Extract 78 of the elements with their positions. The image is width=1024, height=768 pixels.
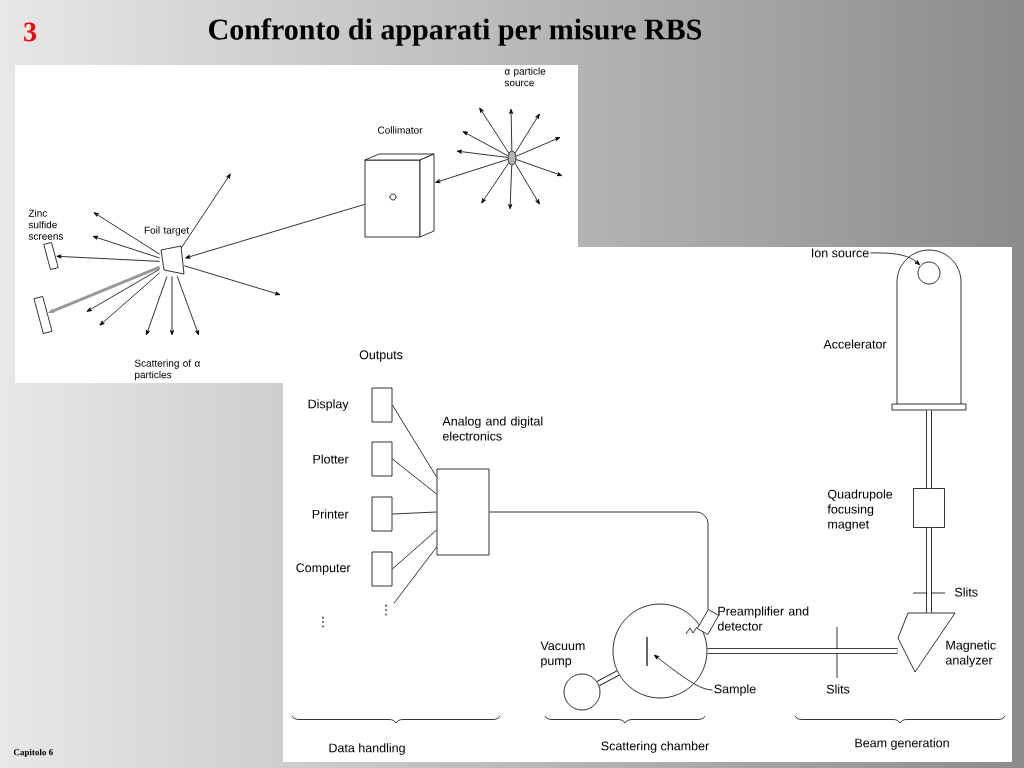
part-label: α particle source bbox=[504, 67, 546, 87]
magnetic-analyzer: Magnetic analyzer bbox=[897, 612, 996, 673]
arrow bbox=[435, 159, 509, 184]
beam-line bbox=[926, 527, 932, 613]
output-box: Display bbox=[308, 387, 393, 423]
arrow bbox=[92, 235, 160, 259]
vacuum-pump: Vacuum pump bbox=[540, 641, 601, 711]
arrow bbox=[170, 276, 174, 336]
arrow bbox=[456, 149, 508, 158]
arrow bbox=[56, 254, 160, 262]
node-label: Printer bbox=[312, 509, 349, 519]
connector-line bbox=[392, 458, 437, 495]
ellipsis-dots: ⋮ bbox=[322, 616, 324, 628]
arrow bbox=[176, 276, 199, 336]
slide-number: 3 bbox=[24, 22, 37, 42]
part-label: Slits bbox=[826, 684, 850, 694]
node-label: Analog and digital electronics bbox=[442, 416, 543, 441]
electronics-box: Analog and digital electronics bbox=[436, 416, 543, 556]
ion-source-circle bbox=[917, 261, 941, 285]
group-label: Data handling bbox=[329, 743, 405, 755]
connector-line bbox=[392, 404, 437, 478]
arrow bbox=[514, 162, 540, 205]
screen bbox=[33, 296, 53, 334]
node-label: Vacuum pump bbox=[540, 641, 585, 668]
output-box: Printer bbox=[312, 496, 393, 532]
node-label: Computer bbox=[296, 563, 351, 575]
connector-line bbox=[393, 546, 437, 604]
detector: Preamplifier and detector bbox=[685, 606, 809, 635]
output-box: Plotter bbox=[313, 441, 393, 477]
part-label: Slits bbox=[955, 587, 978, 597]
connector-line bbox=[392, 511, 437, 515]
arrow bbox=[515, 159, 563, 177]
node-label: Preamplifier and detector bbox=[717, 606, 809, 631]
arrow bbox=[86, 268, 160, 312]
arrow bbox=[479, 107, 510, 154]
arrow bbox=[93, 212, 160, 255]
leader-line bbox=[653, 654, 713, 691]
node-label: Accelerator bbox=[823, 339, 887, 349]
arrow bbox=[462, 131, 509, 157]
arrow bbox=[185, 204, 365, 259]
foil-target: Foil target bbox=[144, 226, 189, 275]
arrow bbox=[514, 113, 540, 154]
signal-cable bbox=[489, 511, 709, 610]
group-label: Beam generation bbox=[855, 738, 949, 750]
output-box: Computer bbox=[296, 551, 393, 587]
footer-text: Capitolo 6 bbox=[13, 748, 53, 758]
connector-line bbox=[392, 529, 437, 570]
arrow bbox=[509, 108, 514, 151]
arrow bbox=[99, 272, 160, 326]
collimator: Collimator bbox=[364, 126, 435, 238]
beam-line bbox=[926, 410, 932, 489]
group-label: Scattering chamber bbox=[601, 741, 709, 753]
leader-label: Sample bbox=[714, 684, 756, 696]
arrow bbox=[515, 137, 561, 157]
arrow bbox=[181, 173, 231, 248]
node-label: Quadrupole focusing magnet bbox=[827, 489, 893, 532]
beam-line bbox=[707, 648, 898, 654]
heading: Outputs bbox=[359, 350, 403, 362]
arrow bbox=[508, 165, 513, 210]
pump-line bbox=[597, 670, 620, 686]
node-label: Foil target bbox=[144, 226, 189, 236]
node-label: Zinc sulfide screens bbox=[28, 209, 64, 240]
node-label: Display bbox=[308, 399, 349, 411]
leader-label: Ion source bbox=[812, 248, 869, 258]
arrow bbox=[184, 265, 281, 296]
arrow bbox=[481, 162, 510, 204]
leader-line bbox=[870, 252, 920, 266]
node-label: Collimator bbox=[378, 126, 423, 134]
screen: Zinc sulfide screens bbox=[28, 209, 64, 270]
slide-title: Confronto di apparati per misure RBS bbox=[209, 18, 702, 46]
node-label: Magnetic analyzer bbox=[945, 640, 996, 668]
caption: Scattering of α particles bbox=[134, 359, 200, 381]
arrow bbox=[145, 276, 168, 336]
scattering-chamber bbox=[612, 603, 708, 699]
ellipsis-dots: ⋮ bbox=[385, 604, 387, 616]
quadrupole-magnet: Quadrupole focusing magnet bbox=[827, 488, 945, 532]
particle-source bbox=[507, 150, 517, 166]
node-label: Plotter bbox=[313, 454, 349, 464]
